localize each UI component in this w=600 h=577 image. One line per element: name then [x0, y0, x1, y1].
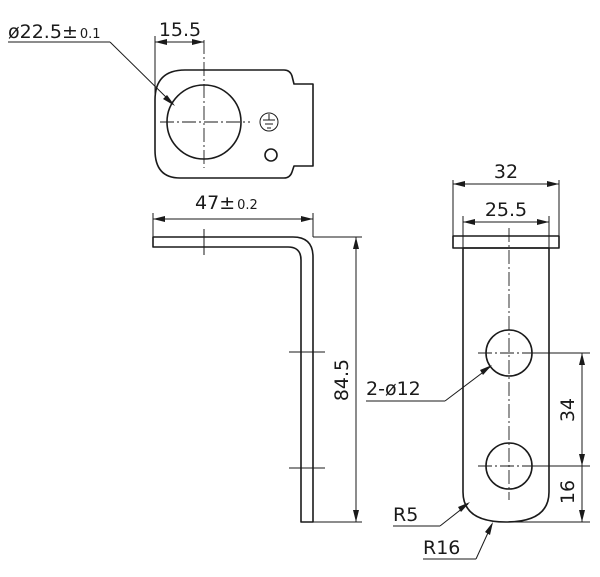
dim-hole-leader: [109, 41, 174, 105]
front-view-outline: [462, 247, 550, 523]
dim-25-5-label: 25.5: [485, 199, 527, 221]
dim-34-arrow-bottom: [579, 454, 585, 466]
dim-47-arrow-right: [301, 216, 313, 222]
dim-hole-diameter-label: ø22.5±0.1: [8, 21, 101, 43]
dim-r16-label: R16: [423, 537, 460, 559]
dim-15-5-arrow-left: [155, 39, 167, 45]
small-hole: [264, 148, 278, 162]
dim-32-arrow-left: [453, 181, 465, 187]
dim-15-5-arrow-right: [192, 39, 204, 45]
dim-r5-label: R5: [393, 504, 418, 526]
dim-34-arrow-top: [579, 353, 585, 365]
dim-holes-leader-arrow: [480, 365, 492, 375]
side-view-outline: [152, 236, 314, 523]
side-view: 47±0.2 84.5: [152, 192, 362, 523]
dim-32-label: 32: [494, 161, 518, 183]
dim-84-5-arrow-top: [353, 237, 359, 249]
dim-r16-leader-arrow: [485, 522, 493, 535]
dim-r5-leader-arrow: [458, 502, 470, 512]
dim-84-5-label: 84.5: [331, 359, 353, 401]
top-view: 15.5 ø22.5±0.1: [8, 19, 314, 179]
dim-47-label: 47±0.2: [195, 192, 258, 214]
dim-84-5-arrow-bottom: [353, 510, 359, 522]
dim-16-arrow-bottom: [579, 510, 585, 522]
dim-15-5-label: 15.5: [159, 19, 201, 41]
dim-25-5-arrow-left: [463, 219, 475, 225]
dim-holes-callout-label: 2-ø12: [366, 378, 421, 400]
top-view-outline: [154, 69, 314, 179]
dim-16-label: 16: [557, 480, 579, 504]
dim-47-arrow-left: [153, 216, 165, 222]
dim-25-5-arrow-right: [537, 219, 549, 225]
dim-34-label: 34: [557, 398, 579, 422]
dim-hole-leader-arrow: [163, 95, 175, 106]
ground-icon: [259, 112, 279, 132]
dim-32-arrow-right: [547, 181, 559, 187]
front-view-flange: [452, 235, 560, 249]
front-view: 32 25.5 34 16 2-ø12 R5 R16: [366, 161, 590, 560]
